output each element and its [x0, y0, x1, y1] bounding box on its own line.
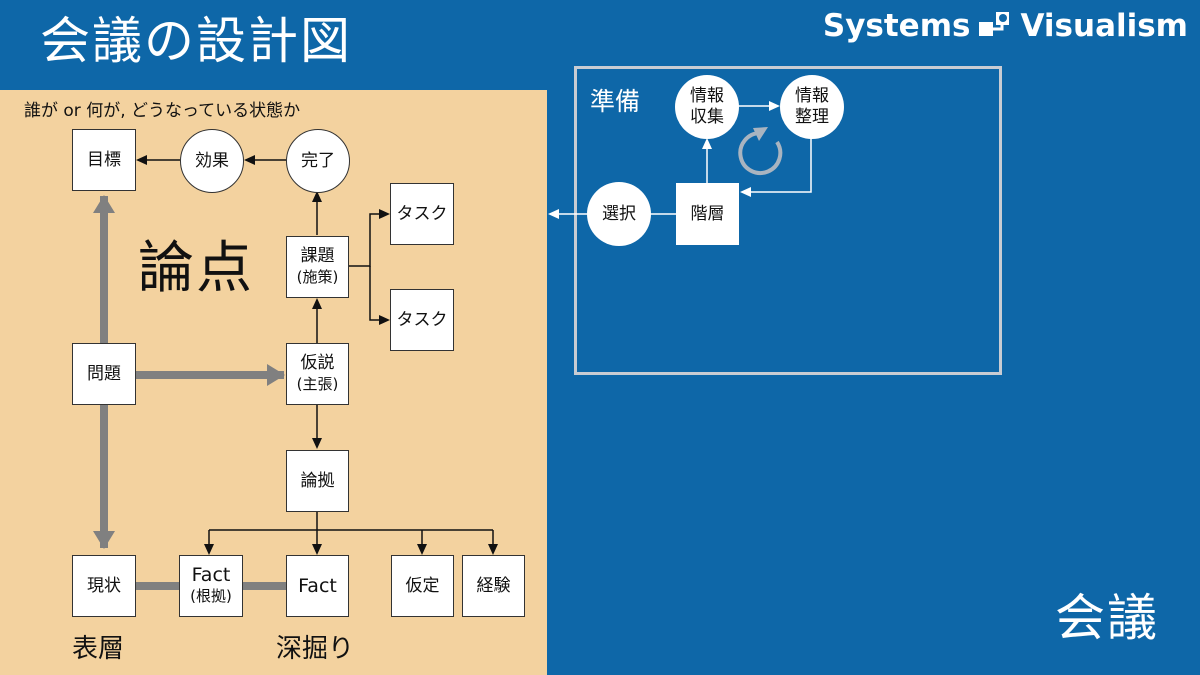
task-node-1: タスク — [390, 183, 454, 245]
fact-1-label-main: Fact — [191, 564, 231, 586]
collect-node: 情報 収集 — [675, 75, 739, 139]
problem-label: 問題 — [87, 363, 121, 384]
select-node: 選択 — [587, 182, 651, 246]
organize-node: 情報 整理 — [780, 75, 844, 139]
organize-label-1: 情報 — [795, 86, 829, 106]
systems-visualism-logo-icon — [978, 10, 1012, 42]
collect-label-1: 情報 — [690, 86, 724, 106]
preparation-frame — [574, 66, 1002, 375]
deep-dive-label: 深掘り — [276, 634, 355, 664]
basis-label: 論拠 — [300, 470, 335, 491]
arrow-organize-to-hierarchy — [742, 136, 812, 193]
fact-2-label: Fact — [298, 574, 337, 597]
issue-node: 課題 (施策) — [286, 236, 349, 298]
hierarchy-node: 階層 — [676, 183, 739, 245]
issue-label-main: 課題 — [300, 246, 335, 266]
done-node: 完了 — [286, 129, 350, 193]
issue-label: 論点 — [138, 236, 254, 301]
current-label: 現状 — [87, 575, 121, 596]
effect-label: 効果 — [195, 150, 229, 171]
task-2-label: タスク — [396, 309, 448, 330]
experience-label: 経験 — [476, 575, 511, 596]
organize-label-2: 整理 — [795, 107, 829, 127]
arrow-issue-to-task1 — [349, 213, 388, 267]
fact-node-2: Fact — [286, 555, 349, 617]
cycle-icon — [738, 131, 783, 175]
hierarchy-label: 階層 — [690, 203, 725, 224]
issue-label-sub: (施策) — [296, 268, 339, 286]
brand-word-left: Systems — [822, 8, 971, 44]
select-label: 選択 — [602, 203, 636, 224]
done-label: 完了 — [301, 150, 335, 171]
problem-node: 問題 — [72, 343, 136, 405]
fact-1-label-sub: (根拠) — [190, 587, 232, 605]
hypothesis-label-sub: (主張) — [296, 375, 339, 393]
effect-node: 効果 — [180, 129, 244, 193]
goal-label: 目標 — [87, 149, 121, 170]
brand-word-right: Visualism — [1020, 8, 1188, 44]
brand-logo: Systems Visualism — [823, 6, 1188, 46]
page-title: 会議の設計図 — [40, 12, 352, 70]
basis-node: 論拠 — [286, 450, 349, 512]
current-node: 現状 — [72, 555, 136, 617]
surface-label: 表層 — [72, 634, 125, 664]
collect-label-2: 収集 — [690, 107, 724, 127]
goal-node: 目標 — [72, 129, 136, 191]
arrow-issue-to-task2 — [369, 266, 388, 321]
meeting-label: 会議 — [1055, 589, 1159, 647]
gray-arrows — [93, 195, 287, 590]
assumption-node: 仮定 — [391, 555, 454, 617]
task-node-2: タスク — [390, 289, 454, 351]
task-1-label: タスク — [396, 203, 448, 224]
preparation-label: 準備 — [590, 87, 641, 116]
hypothesis-node: 仮説 (主張) — [286, 343, 349, 405]
experience-node: 経験 — [462, 555, 525, 617]
fact-node-1: Fact (根拠) — [179, 555, 243, 617]
hypothesis-label-main: 仮説 — [300, 353, 335, 373]
assumption-label: 仮定 — [405, 575, 440, 596]
white-arrowheads — [548, 101, 780, 219]
panel-subtitle: 誰が or 何が, どうなっている状態か — [24, 101, 301, 121]
arrowheads — [136, 155, 498, 555]
